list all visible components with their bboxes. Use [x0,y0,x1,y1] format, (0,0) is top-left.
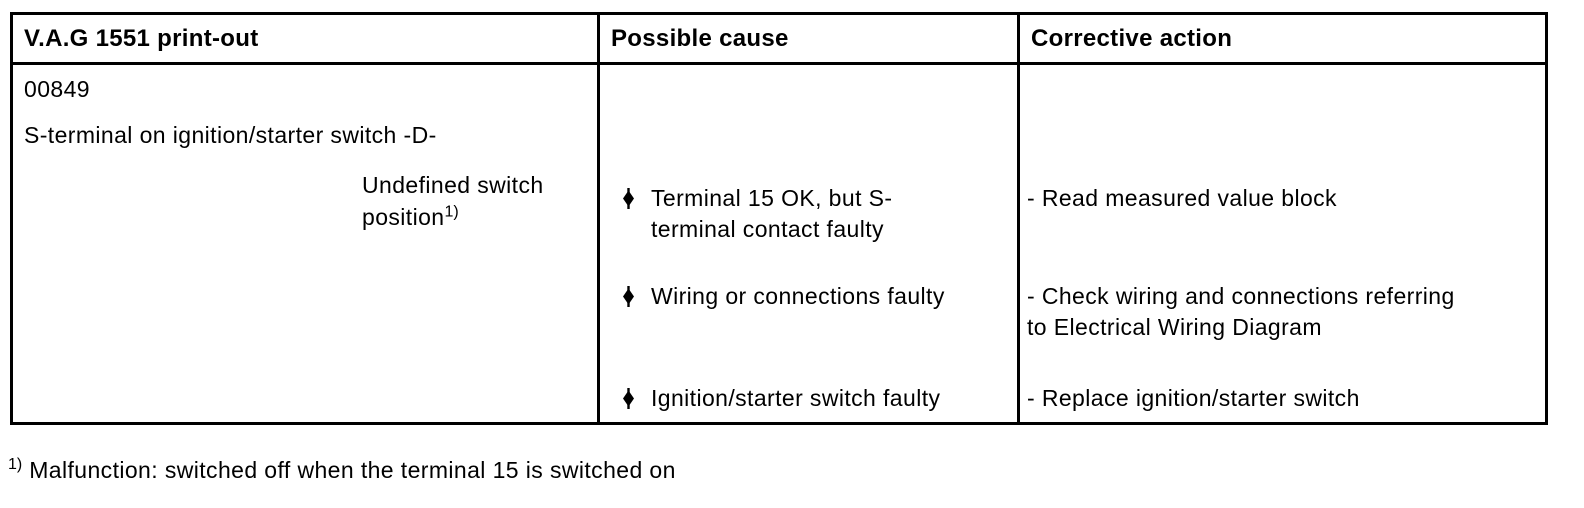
column-header-corrective-action-label: Corrective action [1031,24,1233,52]
column-header-printout-label: V.A.G 1551 print-out [24,24,259,52]
diamond-bullet-icon [623,388,634,409]
footnote-marker: 1) [8,456,23,474]
column-header-possible-cause: Possible cause [600,15,1020,62]
fault-table: V.A.G 1551 print-out Possible cause Corr… [10,12,1548,425]
footnote-reference: 1) [444,203,459,221]
fault-condition-text: Undefined switch position [362,172,544,230]
action-text: - Replace ignition/starter switch [1027,385,1360,411]
cause-item: Terminal 15 OK, but S- terminal contact … [622,183,1007,245]
corrective-action-cell: - Read measured value block - Check wiri… [1020,65,1545,425]
possible-cause-cell: Terminal 15 OK, but S- terminal contact … [600,65,1020,425]
action-text: - Check wiring and connections referring… [1027,283,1455,340]
cause-text: Ignition/starter switch faulty [651,385,941,411]
cause-item: Wiring or connections faulty [622,281,1007,312]
footnote: 1) Malfunction: switched off when the ter… [8,455,676,486]
printout-cell: 00849 S-terminal on ignition/starter swi… [13,65,600,425]
table-body-row: 00849 S-terminal on ignition/starter swi… [13,65,1545,425]
cause-text: Terminal 15 OK, but S- terminal contact … [651,185,893,242]
cause-item: Ignition/starter switch faulty [622,383,1007,414]
action-text: - Read measured value block [1027,185,1337,211]
fault-description: S-terminal on ignition/starter switch -D… [24,122,437,148]
fault-condition: Undefined switch position1) [362,169,587,233]
diamond-bullet-icon [623,286,634,307]
diamond-bullet-icon [623,188,634,209]
footnote-text: Malfunction: switched off when the termi… [29,457,676,483]
column-header-corrective-action: Corrective action [1020,15,1545,62]
column-header-possible-cause-label: Possible cause [611,24,789,52]
fault-code: 00849 [24,76,90,102]
table-header-row: V.A.G 1551 print-out Possible cause Corr… [13,15,1545,65]
column-header-printout: V.A.G 1551 print-out [13,15,600,62]
cause-text: Wiring or connections faulty [651,283,945,309]
